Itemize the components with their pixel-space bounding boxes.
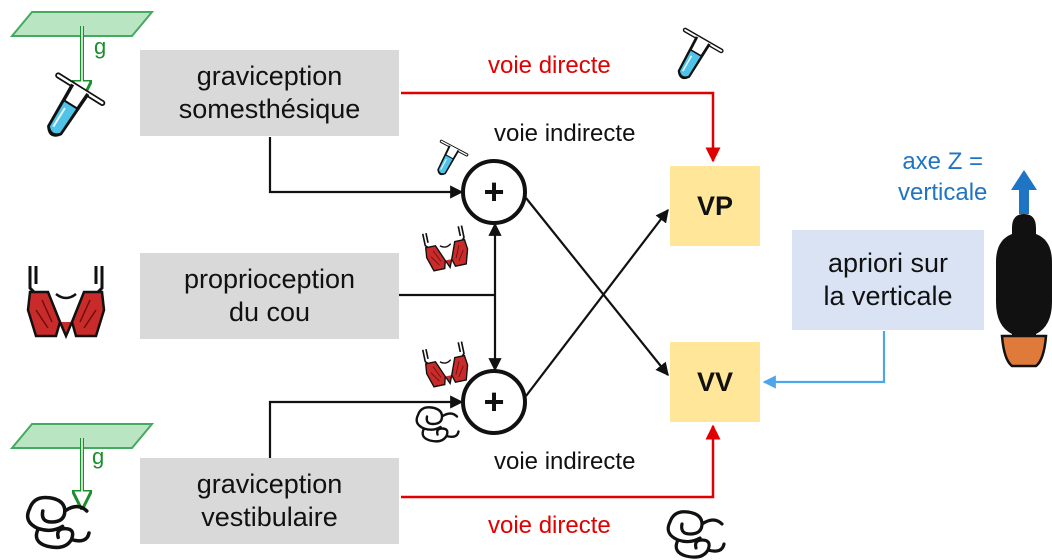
node-graviception-somesthesique: graviception somesthésique bbox=[140, 50, 399, 136]
node-graviception-vestibulaire: graviception vestibulaire bbox=[140, 458, 399, 544]
connector-somes-to-sum bbox=[268, 137, 464, 199]
direct-path-bottom bbox=[401, 424, 721, 499]
node-proprioception-cou: proprioception du cou bbox=[140, 253, 399, 339]
label-g-top: g bbox=[94, 34, 107, 59]
direct-path-top bbox=[401, 91, 721, 163]
node-apriori-verticale: apriori sur la verticale bbox=[792, 230, 984, 330]
prior-path bbox=[762, 331, 886, 389]
upper-sum-to-vv bbox=[525, 197, 669, 377]
neck-muscles-icon bbox=[420, 224, 472, 273]
label-voie-directe-bottom: voie directe bbox=[488, 512, 611, 539]
test-tube-icon bbox=[426, 139, 469, 183]
label-g-bottom: g bbox=[92, 444, 105, 469]
neck-muscles-icon bbox=[26, 264, 106, 338]
sum-node-lower: + bbox=[461, 369, 527, 435]
label-axe-z: axe Z = verticale bbox=[898, 148, 988, 207]
sum-node-lower-symbol: + bbox=[483, 381, 504, 422]
lower-sum-to-vp bbox=[525, 208, 669, 397]
connector-vest-to-sum bbox=[268, 395, 464, 458]
sum-node-upper: + bbox=[461, 159, 527, 225]
inner-ear-icon bbox=[25, 495, 91, 550]
label-voie-indirecte-top: voie indirecte bbox=[494, 120, 636, 147]
label-voie-indirecte-bottom: voie indirecte bbox=[494, 448, 636, 475]
node-vv: VV bbox=[670, 342, 760, 422]
node-vp: VP bbox=[670, 166, 760, 246]
head-silhouette-icon bbox=[996, 214, 1052, 368]
neck-muscles-icon bbox=[420, 340, 472, 389]
sum-node-upper-symbol: + bbox=[483, 171, 504, 212]
label-voie-directe-top: voie directe bbox=[488, 52, 611, 79]
test-tube-icon bbox=[664, 30, 721, 88]
inner-ear-icon bbox=[415, 406, 460, 443]
test-tube-icon bbox=[30, 75, 102, 148]
inner-ear-icon bbox=[666, 510, 726, 559]
